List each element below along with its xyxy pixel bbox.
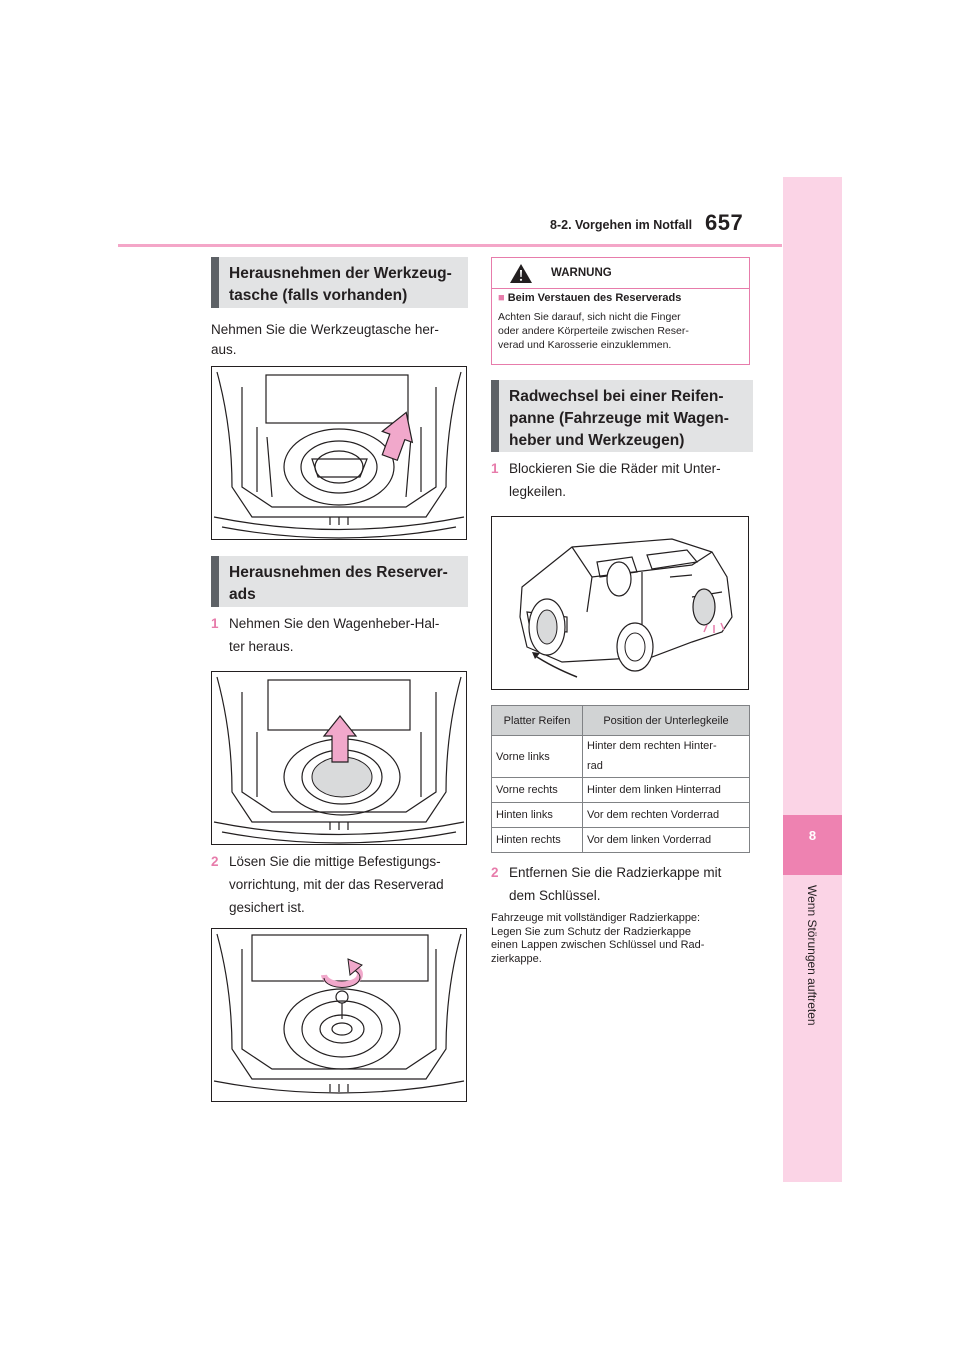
wheel-icon [528, 598, 566, 656]
step-number: 2 [491, 865, 499, 880]
step-1-right: 1 Blockieren Sie die Räder mit Unter- leg… [491, 457, 761, 503]
heading-line: tasche (falls vorhanden) [229, 287, 408, 304]
step-number: 1 [211, 616, 219, 631]
note-line: einen Lappen zwischen Schlüssel und Rad- [491, 939, 705, 951]
section-title: 8-2. Vorgehen im Notfall [550, 218, 693, 232]
table-cell: Vorne rechts [491, 777, 583, 803]
figure-car-wheel-chocks [491, 516, 749, 690]
step-line: vorrichtung, mit der das Reserverad [229, 877, 444, 892]
table-cell-line: Hinter dem rechten Hinter- [587, 740, 717, 752]
table-header-cell: Position der Unterlegkeile [582, 705, 750, 736]
note-radzierkappe: Fahrzeuge mit vollständiger Radzierkappe… [491, 912, 753, 966]
table-cell: Hinten rechts [491, 827, 583, 853]
wheel-chock-icon [703, 622, 725, 633]
heading-radwechsel: Radwechsel bei einer Reifen- panne (Fahr… [491, 380, 753, 452]
chapter-number: 8 [808, 828, 817, 843]
step-line: dem Schlüssel. [509, 888, 601, 903]
step-line: Entfernen Sie die Radzierkappe mit [509, 865, 722, 880]
car-illustration [519, 538, 733, 678]
heading-line: Radwechsel bei einer Reifen- [509, 388, 724, 405]
heading-reserverad: Herausnehmen des Reserver- ads [211, 556, 468, 607]
warning-subtitle-text: Beim Verstauen des Reserverads [507, 292, 682, 304]
heading-line: heber und Werkzeugen) [509, 432, 685, 449]
arrow-up-icon [322, 715, 358, 763]
warning-title: WARNUNG [551, 267, 612, 279]
wheel-icon [692, 588, 716, 626]
paragraph-werkzeugtasche: Nehmen Sie die Werkzeugtasche her- aus. [211, 320, 471, 360]
wheel-icon [616, 622, 654, 672]
step-number: 2 [211, 854, 219, 869]
note-line: zierkappe. [491, 952, 542, 965]
step-line: gesichert ist. [229, 900, 305, 915]
step-line: ter heraus. [229, 639, 294, 654]
step-line: Blockieren Sie die Räder mit Unter- [509, 461, 721, 476]
step-line: Nehmen Sie den Wagenheber-Hal- [229, 616, 440, 631]
warning-body: Achten Sie darauf, sich nicht die Finger… [498, 310, 742, 352]
heading-line: Herausnehmen der Werkzeug- [229, 265, 452, 282]
heading-line: ads [229, 586, 256, 603]
paragraph-line: aus. [211, 342, 237, 357]
warning-line: Achten Sie darauf, sich nicht die Finger [498, 311, 681, 323]
figure-center-fastener [211, 928, 467, 1102]
heading-werkzeugtasche: Herausnehmen der Werkzeug- tasche (falls… [211, 257, 468, 308]
warning-header: WARNUNG [492, 258, 749, 289]
heading-line: Herausnehmen des Reserver- [229, 564, 448, 581]
chapter-number-box [783, 815, 842, 875]
page-number: 657 [705, 210, 744, 235]
note-line: Legen Sie zum Schutz der Radzierkappe [491, 925, 691, 938]
table-cell: Vor dem rechten Vorderrad [582, 802, 750, 828]
wheel-chock-table: Platter Reifen Position der Unterlegkeil… [491, 705, 750, 853]
step-2-right: 2 Entfernen Sie die Radzierkappe mit dem … [491, 861, 761, 907]
arrow-up-icon [381, 411, 414, 462]
table-cell: Hinter dem linken Hinterrad [582, 777, 750, 803]
arrow-head-icon [532, 652, 540, 659]
figure-trunk-toolbag [211, 366, 467, 540]
table-cell: Hinter dem rechten Hinter- rad [582, 735, 750, 778]
table-header-cell: Platter Reifen [491, 705, 583, 736]
step-2-left: 2 Lösen Sie die mittige Befestigungs- vor… [211, 850, 473, 919]
paragraph-line: Nehmen Sie die Werkzeugtasche her- [211, 322, 439, 337]
table-header-row: Platter Reifen Position der Unterlegkeil… [491, 705, 750, 736]
rotation-arrow-line [533, 654, 578, 678]
table-cell-line: rad [587, 760, 603, 772]
step-1-left: 1 Nehmen Sie den Wagenheber-Hal- ter hera… [211, 612, 473, 658]
step-number: 1 [491, 461, 499, 476]
heading-line: panne (Fahrzeuge mit Wagen- [509, 410, 729, 427]
wheel-icon [606, 561, 632, 597]
note-line: Fahrzeuge mit vollständiger Radzierkappe… [491, 912, 701, 924]
figure-jack-holder [211, 671, 467, 845]
table-row: Hinten links Vor dem rechten Vorderrad [491, 802, 750, 828]
step-line: Lösen Sie die mittige Befestigungs- [229, 854, 441, 869]
table-row: Vorne links Hinter dem rechten Hinter- r… [491, 735, 750, 778]
chapter-title-vertical: Wenn Störungen auftreten [783, 885, 842, 1165]
warning-box: WARNUNG ■ Beim Verstauen des Reserverads… [491, 257, 750, 365]
warning-subtitle: ■ Beim Verstauen des Reserverads [498, 292, 682, 304]
header-rule [118, 244, 782, 247]
step-line: legkeilen. [509, 484, 567, 499]
table-cell: Vorne links [491, 735, 583, 778]
warning-line: oder andere Körperteile zwischen Reser- [498, 325, 689, 337]
chapter-side-tab [783, 177, 842, 1182]
rotate-arrow-icon [321, 958, 363, 988]
center-fastener-illustration [213, 933, 465, 1094]
table-cell: Hinten links [491, 802, 583, 828]
chapter-title: Wenn Störungen auftreten [805, 885, 819, 1026]
table-cell: Vor dem linken Vorderrad [582, 827, 750, 853]
jack-holder-illustration [213, 676, 465, 844]
warning-triangle-icon [510, 264, 532, 283]
table-row: Vorne rechts Hinter dem linken Hinterrad [491, 777, 750, 803]
warning-line: verad und Karosserie einzuklemmen. [498, 339, 672, 351]
trunk-illustration [213, 371, 465, 539]
table-row: Hinten rechts Vor dem linken Vorderrad [491, 827, 750, 853]
